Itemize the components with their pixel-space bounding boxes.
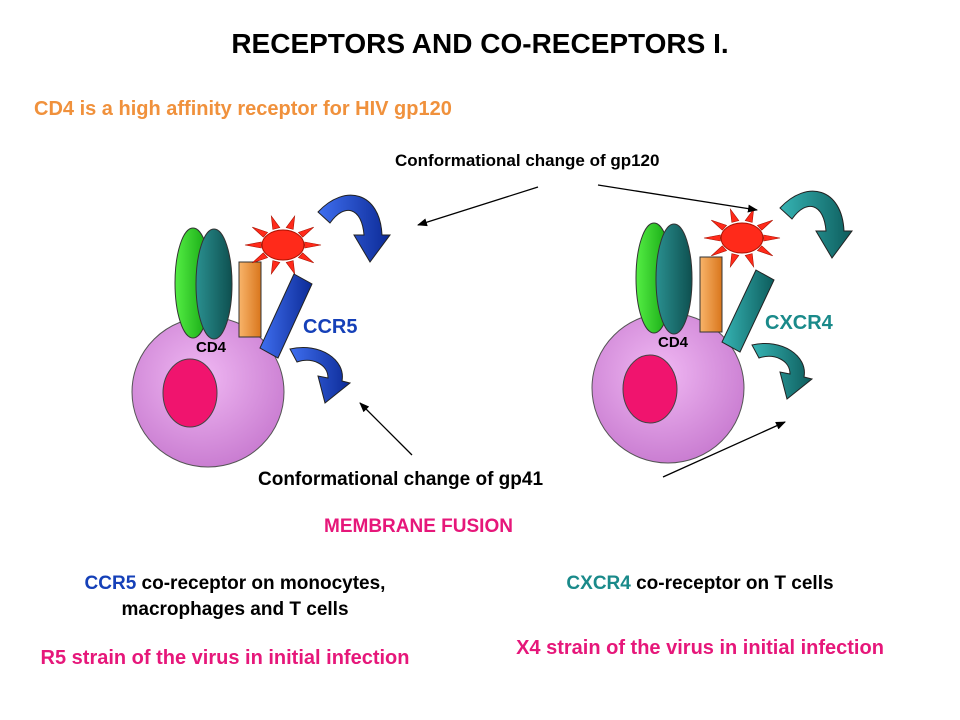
gp120-star-ray [703, 234, 721, 242]
right-cxcr4-curved-arrow-top [779, 190, 853, 259]
left-cd4-label: CD4 [196, 339, 227, 356]
cxcr4-label: CXCR4 [765, 312, 833, 334]
right-cxcr4-curved-arrow-bottom [751, 343, 814, 400]
gp120-star-ray [270, 260, 281, 275]
gp120-star-ray [252, 226, 269, 238]
gp120-star-ray [729, 253, 740, 268]
right-cell-group [591, 190, 853, 464]
gp120-star-ray [711, 245, 728, 257]
gp120-star-ray [270, 215, 281, 230]
gp120-star-ray [744, 253, 755, 268]
gp120-star-ray [297, 252, 314, 264]
ccr5-info-coreceptor: CCR5 [84, 573, 137, 594]
gp120-star-ray [729, 208, 740, 223]
x4-strain-text: X4 strain of the virus in initial infect… [516, 637, 884, 659]
cxcr4-info-coreceptor: CXCR4 [566, 573, 631, 594]
ccr5-info-line2: macrophages and T cells [121, 599, 349, 620]
gp120-star-ray [711, 219, 728, 231]
gp41-pointer-left [359, 402, 413, 456]
slide-title: RECEPTORS AND CO-RECEPTORS I. [231, 28, 729, 59]
ccr5-info-line1: co-receptor on monocytes, [136, 573, 386, 594]
membrane-fusion-label: MEMBRANE FUSION [324, 516, 513, 537]
gp120-label: Conformational change of gp120 [395, 151, 660, 170]
gp120-pointer-left [417, 186, 539, 227]
gp120-star-ray [744, 208, 755, 223]
gp120-star-ray [285, 215, 296, 230]
right-cd4-teal-domain [655, 223, 693, 335]
right-cd4-label: CD4 [658, 334, 689, 351]
gp120-star-ray [244, 241, 262, 249]
left-cd4-teal-domain [195, 228, 233, 340]
cxcr4-info-line: co-receptor on T cells [630, 573, 834, 594]
gp120-star-ray [304, 241, 322, 249]
gp120-star-ray [756, 219, 773, 231]
left-ccr5-bar [259, 273, 313, 359]
right-cxcr4-bar [721, 269, 775, 353]
gp120-star-ray [763, 234, 781, 242]
left-gp41-stem [238, 261, 262, 338]
left-gp120-star [244, 215, 322, 275]
right-cell-nucleus [622, 354, 678, 424]
cd4-subtitle: CD4 is a high affinity receptor for HIV … [34, 98, 452, 120]
gp120-star-ray [285, 260, 296, 275]
left-ccr5-curved-arrow-bottom [289, 347, 352, 404]
right-gp120-star [703, 208, 781, 268]
ccr5-info-text: CCR5 co-receptor on monocytes, macrophag… [10, 571, 460, 623]
gp41-pointer-right [662, 421, 786, 478]
left-ccr5-curved-arrow-top [317, 194, 391, 263]
left-cell-nucleus [162, 358, 218, 428]
left-cell-group [131, 194, 391, 468]
gp120-star-ray [252, 252, 269, 264]
gp120-star-ray [297, 226, 314, 238]
gp120-star-core [261, 229, 305, 261]
gp120-star-core [720, 222, 764, 254]
cxcr4-info-text: CXCR4 co-receptor on T cells [500, 571, 900, 597]
gp120-pointer-right [597, 184, 758, 213]
right-gp41-stem [699, 256, 723, 333]
r5-strain-text: R5 strain of the virus in initial infect… [40, 647, 410, 669]
gp120-star-ray [756, 245, 773, 257]
gp41-label: Conformational change of gp41 [258, 469, 544, 490]
ccr5-label: CCR5 [303, 316, 358, 338]
